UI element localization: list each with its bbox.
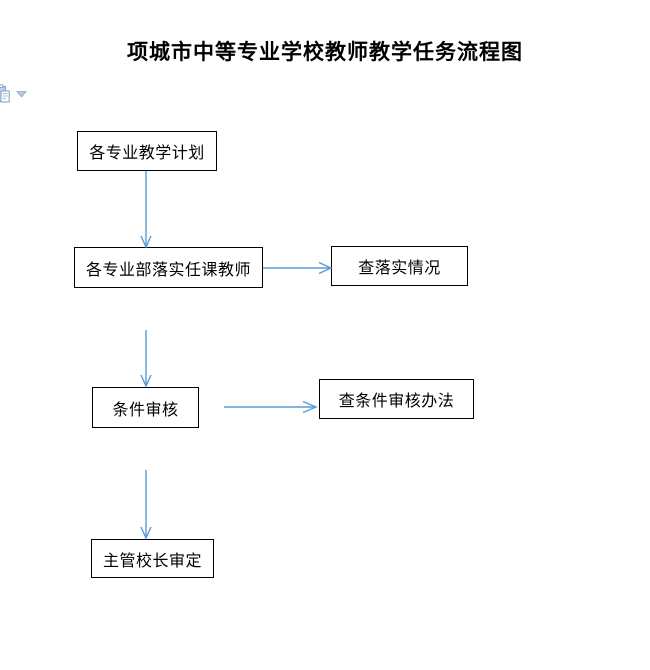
flow-node-check-implementation[interactable]: 查落实情况: [331, 246, 468, 286]
flow-node-teaching-plan[interactable]: 各专业教学计划: [77, 131, 217, 171]
flow-node-label: 各专业教学计划: [89, 145, 205, 162]
flow-arrow-assign-to-check: [263, 261, 333, 275]
flow-arrow-assign-to-review: [140, 330, 152, 388]
flow-arrow-review-to-method: [224, 400, 318, 414]
flow-arrow-plan-to-assign: [140, 171, 152, 249]
flow-node-label: 各专业部落实任课教师: [85, 261, 251, 279]
flow-node-label: 查落实情况: [358, 260, 441, 277]
flow-node-label: 条件审核: [112, 401, 179, 419]
paste-clipboard-icon[interactable]: [0, 84, 10, 104]
flow-node-assign-teachers[interactable]: 各专业部落实任课教师: [74, 247, 263, 288]
flow-arrow-review-to-approval: [140, 470, 152, 540]
flow-node-review-method[interactable]: 查条件审核办法: [319, 379, 474, 419]
flow-node-label: 查条件审核办法: [338, 393, 455, 410]
page-title: 项城市中等专业学校教师教学任务流程图: [127, 40, 523, 64]
flow-node-condition-review[interactable]: 条件审核: [92, 387, 199, 428]
chevron-down-icon[interactable]: [16, 90, 27, 98]
paste-options-smart-tag[interactable]: [0, 82, 34, 106]
flow-node-label: 主管校长审定: [102, 552, 202, 570]
flow-node-principal-approval[interactable]: 主管校长审定: [91, 539, 214, 578]
